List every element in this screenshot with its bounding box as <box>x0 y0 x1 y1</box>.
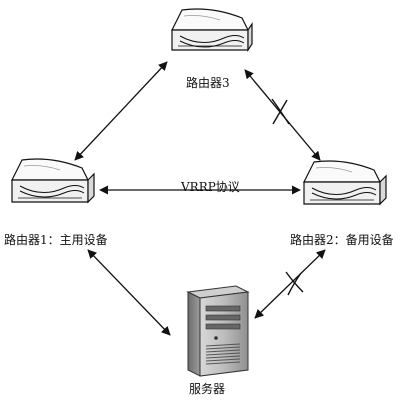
link-router3-router2 <box>244 69 321 161</box>
link-router1-server <box>87 249 171 336</box>
server-label: 服务器 <box>189 382 226 396</box>
server-icon <box>186 285 250 377</box>
router-icon <box>303 160 387 206</box>
router3-label: 路由器3 <box>186 76 230 90</box>
link-router2-server <box>254 249 326 319</box>
vrrp-protocol-label: VRRP协议 <box>181 180 240 194</box>
router1-label: 路由器1：主用设备 <box>4 233 108 247</box>
link-broken-mark <box>285 271 304 296</box>
link-router1-router3 <box>74 61 168 161</box>
router2-label: 路由器2：备用设备 <box>290 233 394 247</box>
router-icon <box>171 8 253 52</box>
link-broken-mark <box>271 98 290 125</box>
router-icon <box>11 158 95 204</box>
